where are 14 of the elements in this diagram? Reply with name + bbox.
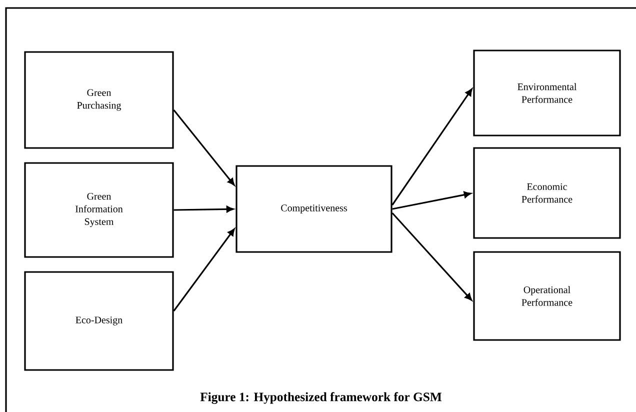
- arrow: [173, 110, 235, 186]
- concept-box: Environmental Performance: [473, 50, 621, 136]
- arrow: [392, 88, 472, 206]
- concept-box: Eco-Design: [24, 271, 174, 371]
- arrow: [174, 206, 234, 212]
- arrow: [392, 212, 472, 301]
- concept-box: Green Information System: [24, 162, 174, 258]
- concept-box: Competitiveness: [236, 165, 392, 253]
- arrow: [392, 191, 472, 210]
- concept-box: Green Purchasing: [24, 51, 174, 149]
- concept-box: Operational Performance: [473, 251, 621, 341]
- arrow: [173, 228, 235, 312]
- concept-box: Economic Performance: [473, 147, 621, 239]
- figure-caption: Figure 1: Hypothesized framework for GSM: [200, 392, 442, 404]
